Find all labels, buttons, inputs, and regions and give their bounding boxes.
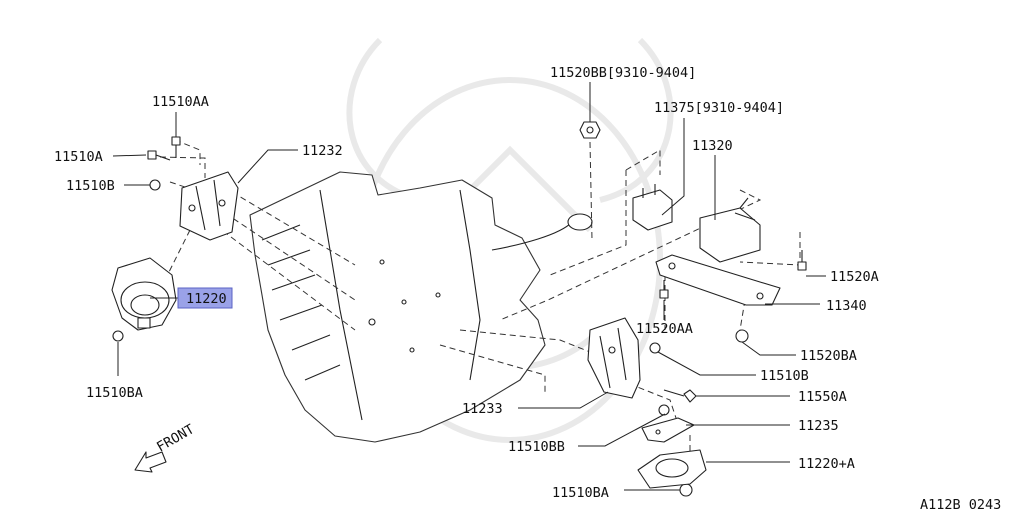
mount-11320 [699, 197, 761, 263]
label-11510AA[interactable]: 11510AA [152, 94, 209, 110]
crossmember-11340 [655, 254, 781, 306]
label-11375[interactable]: 11375[9310-9404] [654, 100, 784, 116]
engine-block [249, 171, 593, 443]
label-11510BA-left[interactable]: 11510BA [86, 385, 143, 401]
label-11510B-right[interactable]: 11510B [760, 368, 809, 384]
part-labels: 11510AA 11510A 11510B 11232 11220 11510B… [54, 65, 1001, 510]
label-11510A-left[interactable]: 11510A [54, 149, 103, 165]
label-11510BA-bottom[interactable]: 11510BA [552, 485, 609, 501]
left-bracket-11232 [179, 171, 239, 241]
front-arrow-icon: FRONT [134, 421, 197, 473]
highlight-box-11220[interactable] [177, 287, 233, 309]
mount-11220A [637, 449, 707, 489]
plate-11235 [641, 417, 695, 443]
label-11233[interactable]: 11233 [462, 401, 503, 417]
bolts-right [649, 250, 807, 497]
left-mount-11220 [111, 257, 177, 331]
bolts-left [112, 136, 181, 342]
label-11520BA[interactable]: 11520BA [800, 348, 857, 364]
label-11520A[interactable]: 11520A [830, 269, 879, 285]
label-11520AA[interactable]: 11520AA [636, 321, 693, 337]
label-11235[interactable]: 11235 [798, 418, 839, 434]
label-11232[interactable]: 11232 [302, 143, 343, 159]
label-11520BB[interactable]: 11520BB[9310-9404] [550, 65, 696, 81]
label-11220[interactable]: 11220 [186, 291, 227, 307]
diagram-id: A112B 0243 [920, 497, 1001, 510]
nut-11520BB [579, 121, 601, 139]
bracket-11375 [632, 184, 673, 231]
label-11220A[interactable]: 11220+A [798, 456, 855, 472]
label-11510BB[interactable]: 11510BB [508, 439, 565, 455]
label-11510B-left[interactable]: 11510B [66, 178, 115, 194]
leader-lines [112, 82, 826, 491]
front-label: FRONT [154, 421, 197, 455]
label-11320[interactable]: 11320 [692, 138, 733, 154]
bracket-11233 [587, 317, 641, 399]
label-11550A[interactable]: 11550A [798, 389, 847, 405]
label-11340[interactable]: 11340 [826, 298, 867, 314]
